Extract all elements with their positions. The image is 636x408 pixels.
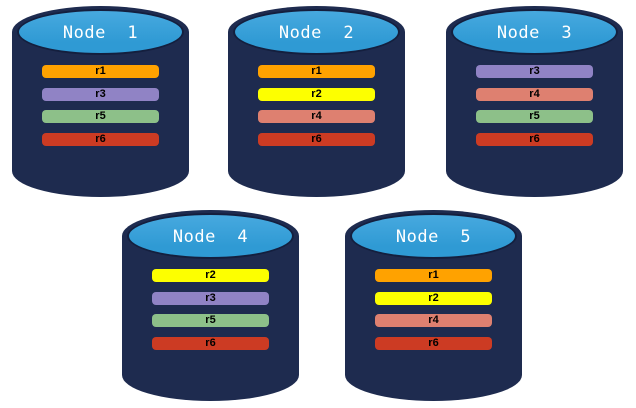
cylinder-top-face: Node 4 — [127, 213, 294, 259]
replica-bar: r3 — [42, 87, 159, 101]
replica-bar: r3 — [476, 65, 593, 78]
replica-list: r1 r3 r5 r6 — [42, 65, 159, 146]
node-title: Node 5 — [395, 227, 472, 247]
node-title: Node 3 — [496, 23, 573, 43]
replica-bar: r1 — [258, 65, 375, 78]
replica-bar: r6 — [152, 336, 269, 350]
replica-bar: r5 — [476, 110, 593, 123]
replica-bar: r2 — [152, 269, 269, 282]
replica-bar: r6 — [476, 132, 593, 146]
replica-list: r3 r4 r5 r6 — [476, 65, 593, 146]
cylinder-top-face: Node 1 — [17, 9, 184, 55]
cylinder-top-face: Node 3 — [451, 9, 618, 55]
cylinder-top-face: Node 2 — [233, 9, 400, 55]
replica-bar: r2 — [258, 87, 375, 101]
replica-bar: r5 — [152, 314, 269, 327]
replica-list: r1 r2 r4 r6 — [375, 269, 492, 350]
replica-list: r2 r3 r5 r6 — [152, 269, 269, 350]
replica-bar: r6 — [42, 132, 159, 146]
db-node-5: Node 5 r1 r2 r4 r6 — [345, 210, 522, 401]
node-title: Node 1 — [62, 23, 139, 43]
db-node-1: Node 1 r1 r3 r5 r6 — [12, 6, 189, 197]
replica-bar: r3 — [152, 291, 269, 305]
cylinder-top-face: Node 5 — [350, 213, 517, 259]
replica-bar: r2 — [375, 291, 492, 305]
node-title: Node 2 — [278, 23, 355, 43]
replica-bar: r4 — [476, 87, 593, 101]
replica-bar: r1 — [375, 269, 492, 282]
db-node-4: Node 4 r2 r3 r5 r6 — [122, 210, 299, 401]
replica-bar: r1 — [42, 65, 159, 78]
replica-list: r1 r2 r4 r6 — [258, 65, 375, 146]
db-node-3: Node 3 r3 r4 r5 r6 — [446, 6, 623, 197]
node-title: Node 4 — [172, 227, 249, 247]
replica-bar: r4 — [375, 314, 492, 327]
replica-bar: r5 — [42, 110, 159, 123]
replica-bar: r4 — [258, 110, 375, 123]
replica-bar: r6 — [375, 336, 492, 350]
db-node-2: Node 2 r1 r2 r4 r6 — [228, 6, 405, 197]
replica-bar: r6 — [258, 132, 375, 146]
